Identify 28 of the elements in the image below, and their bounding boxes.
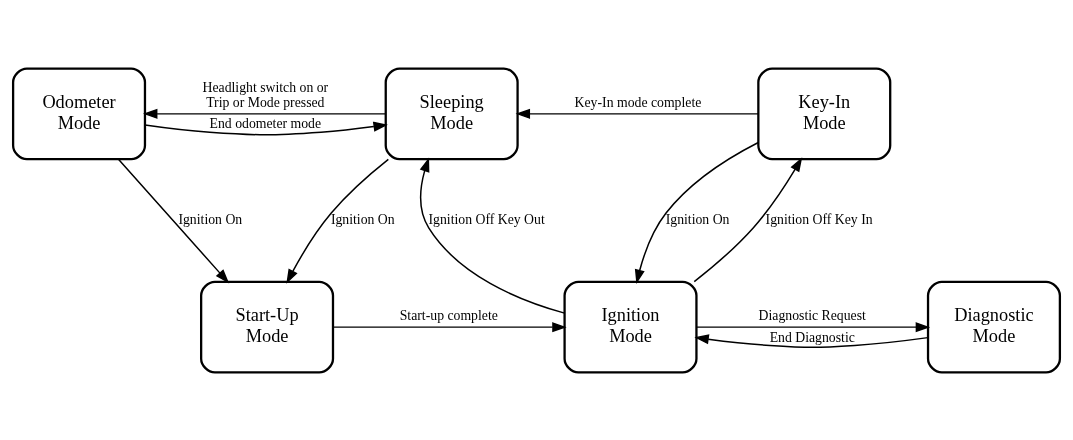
arrow: [634, 141, 760, 284]
edge-label: Ignition On: [178, 211, 243, 227]
arrow: [142, 108, 387, 119]
arrow: [117, 158, 230, 283]
edge-label: Ignition Off Key In: [765, 211, 873, 227]
node-box: Sleeping Mode: [384, 66, 519, 160]
node-box: Start-Up Mode: [200, 280, 335, 374]
edge-label: Ignition Off Key Out: [428, 211, 545, 227]
edge-label: End odometer mode: [209, 115, 322, 131]
edge-label: Key-In mode complete: [574, 94, 702, 110]
node-box: Odometer Mode: [11, 66, 147, 160]
arrow: [332, 321, 567, 332]
arrow: [694, 333, 929, 348]
arrow: [515, 108, 759, 119]
arrow: [286, 158, 390, 284]
arrow: [144, 121, 388, 136]
edge-label: Ignition On: [665, 211, 730, 227]
edge-label: Start-up complete: [399, 307, 498, 323]
node-box: Ignition Mode: [563, 280, 698, 374]
arrow: [696, 321, 931, 332]
node-box: Diagnostic Mode: [926, 280, 1062, 374]
node-box: Key-In Mode: [757, 66, 892, 160]
arrow: [419, 156, 566, 314]
edge-label: Ignition On: [330, 211, 395, 227]
edge-label: End Diagnostic: [769, 329, 855, 345]
edge-label: Diagnostic Request: [758, 307, 866, 323]
arrow: [693, 156, 803, 282]
edge-label: Headlight switch on or Trip or Mode pressed: [202, 79, 329, 110]
